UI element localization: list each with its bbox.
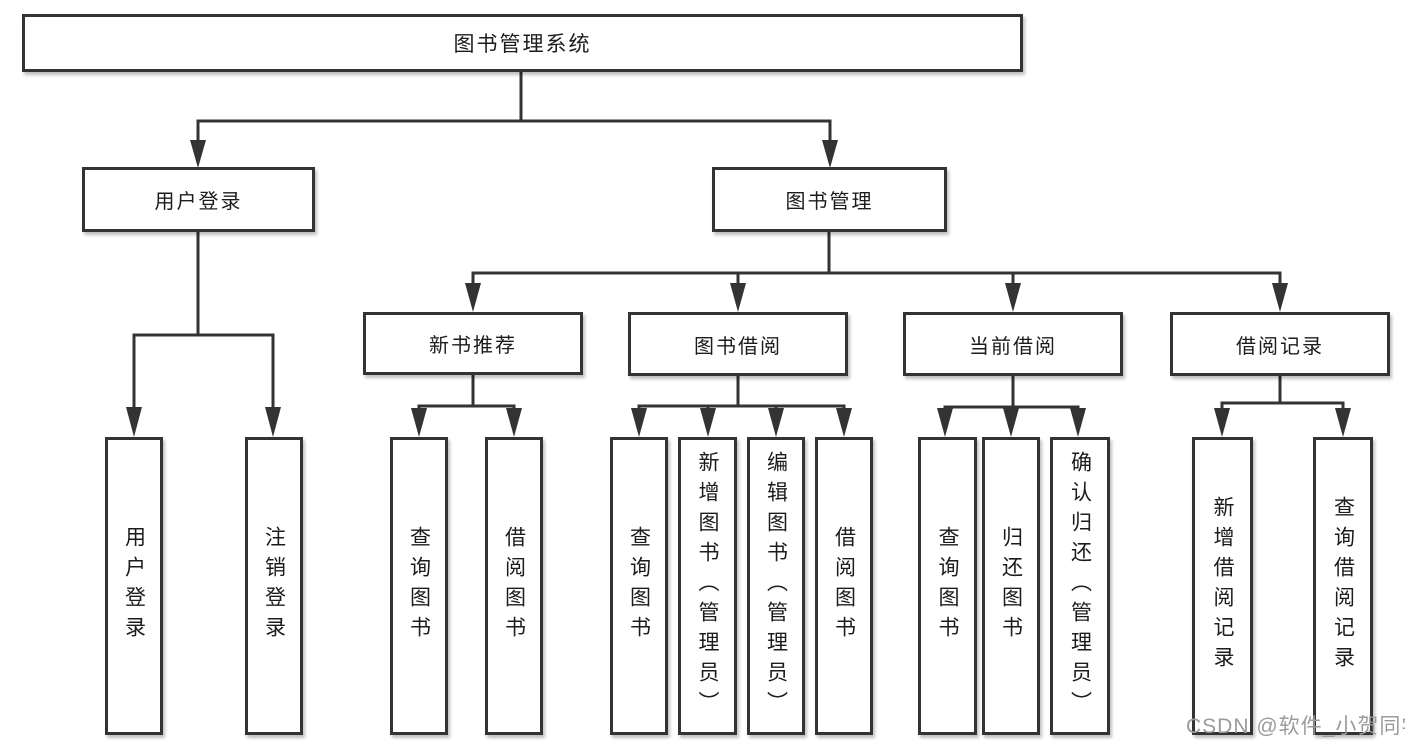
arrowhead	[126, 407, 142, 437]
arrowhead	[730, 283, 746, 312]
leaf-query-book-borrow: 查询图书	[610, 437, 668, 735]
leaf-edit-book-admin: 编辑图书（管理员）	[747, 437, 805, 735]
wire-book-management-to-level3	[471, 230, 1282, 288]
wire-user-login-to-leaves	[132, 230, 275, 411]
arrowhead	[190, 140, 206, 168]
wire-book-borrow-to-leaves	[637, 374, 846, 414]
leaf-add-borrow-record: 新增借阅记录	[1192, 437, 1253, 735]
leaf-return-book: 归还图书	[982, 437, 1040, 735]
node-label: 图书管理	[785, 191, 874, 213]
leaf-add-book-admin: 新增图书（管理员）	[678, 437, 737, 735]
node-new-book-recommend: 新书推荐	[363, 312, 583, 375]
arrowhead	[1003, 408, 1019, 437]
wire-current-borrow-to-leaves	[943, 374, 1080, 414]
node-label: 用户登录	[122, 526, 146, 646]
arrowheads	[126, 140, 1351, 437]
arrowhead	[836, 408, 852, 437]
arrowhead	[411, 408, 427, 437]
node-label: 查询图书	[407, 526, 431, 646]
arrowhead	[1070, 408, 1086, 437]
leaf-query-book-recommend: 查询图书	[390, 437, 448, 735]
node-user-login: 用户登录	[82, 167, 315, 232]
node-label: 新增图书（管理员）	[696, 451, 719, 721]
node-current-borrow: 当前借阅	[903, 312, 1123, 376]
leaf-query-book-current: 查询图书	[918, 437, 977, 735]
watermark: CSDN @软件_小贺同学	[1186, 715, 1405, 738]
wire-borrow-record-to-leaves	[1220, 374, 1345, 414]
leaf-user-login: 用户登录	[105, 437, 163, 735]
arrowhead	[631, 408, 647, 437]
node-label: 查询图书	[936, 526, 959, 646]
node-label: 用户登录	[154, 191, 243, 213]
node-label: 新增借阅记录	[1211, 496, 1234, 676]
node-borrow-record: 借阅记录	[1170, 312, 1390, 376]
leaf-query-borrow-record: 查询借阅记录	[1313, 437, 1373, 735]
wire-new-book-to-leaves	[417, 373, 516, 414]
node-label: 借阅图书	[502, 526, 526, 646]
node-label: 确认归还（管理员）	[1068, 451, 1092, 721]
node-label: 查询借阅记录	[1331, 496, 1355, 676]
node-library-system: 图书管理系统	[22, 14, 1023, 72]
leaf-logout: 注销登录	[245, 437, 303, 735]
node-label: 图书借阅	[694, 335, 782, 358]
leaf-borrow-book-recommend: 借阅图书	[485, 437, 543, 735]
node-label: 借阅记录	[1236, 335, 1324, 358]
node-label: 新书推荐	[429, 335, 517, 357]
arrowhead	[506, 408, 522, 437]
node-label: 当前借阅	[969, 335, 1057, 358]
arrowhead	[1214, 408, 1230, 437]
leaf-confirm-return-admin: 确认归还（管理员）	[1050, 437, 1110, 735]
node-label: 图书管理系统	[453, 33, 592, 56]
arrowhead	[1335, 408, 1351, 437]
node-book-borrow: 图书借阅	[628, 312, 848, 376]
node-label: 编辑图书（管理员）	[764, 451, 788, 721]
node-book-management: 图书管理	[712, 167, 947, 232]
arrowhead	[937, 408, 953, 437]
wire-root-to-level2	[196, 70, 832, 144]
arrowhead	[465, 283, 481, 312]
node-label: 查询图书	[627, 526, 651, 646]
arrowhead	[822, 140, 838, 168]
arrowhead	[768, 408, 784, 437]
arrowhead	[265, 407, 281, 437]
arrowhead	[700, 408, 716, 437]
arrowhead	[1005, 283, 1021, 312]
arrowhead	[1272, 283, 1288, 312]
node-label: 归还图书	[999, 526, 1023, 646]
node-label: 借阅图书	[832, 526, 856, 646]
leaf-borrow-book: 借阅图书	[815, 437, 873, 735]
node-label: 注销登录	[262, 526, 286, 646]
